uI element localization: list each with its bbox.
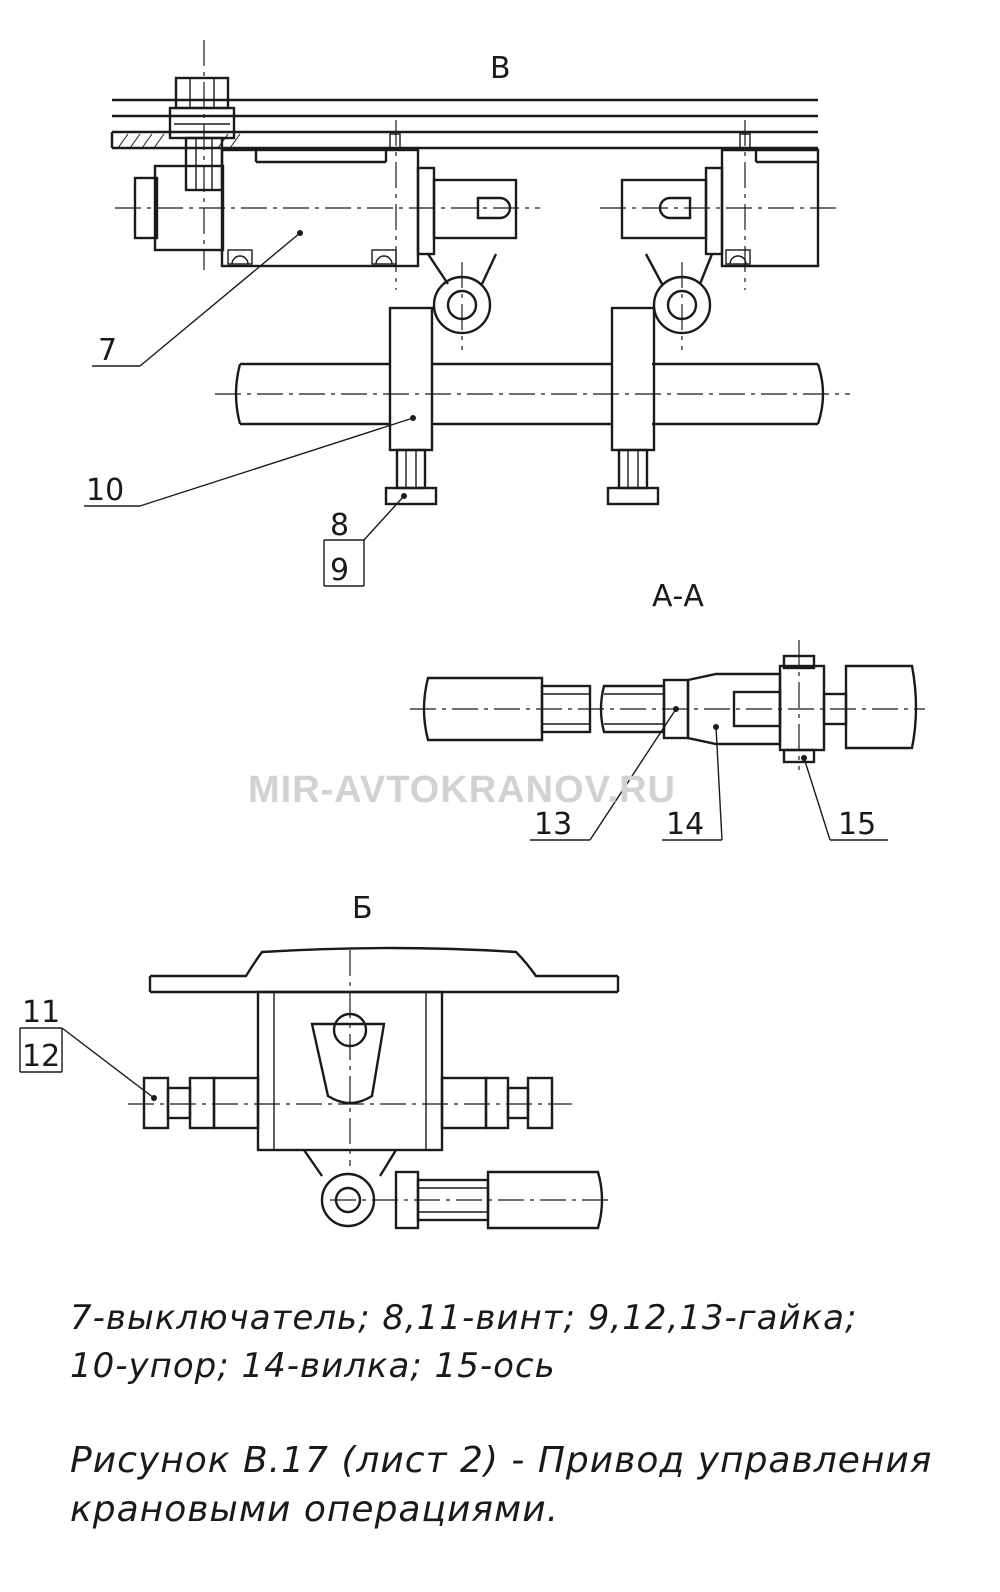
callout-12: 12 (22, 1039, 60, 1074)
figure-caption-line-1: Рисунок В.17 (лист 2) - Привод управлени… (70, 1440, 933, 1481)
view-v: В (84, 40, 850, 588)
view-b-label: Б (352, 891, 373, 926)
callout-14: 14 (666, 807, 704, 842)
callout-15: 15 (838, 807, 876, 842)
view-aa: А-А 13 14 15 (410, 579, 925, 842)
callout-13: 13 (534, 807, 572, 842)
view-v-label: В (490, 51, 511, 86)
view-aa-label: А-А (652, 579, 704, 614)
callout-8: 8 (330, 508, 349, 543)
view-b: Б 11 12 (19, 891, 620, 1230)
figure-caption-line-2: крановыми операциями. (70, 1489, 560, 1530)
callout-10: 10 (86, 473, 124, 508)
callout-9: 9 (330, 553, 349, 588)
callout-7: 7 (98, 333, 117, 368)
callout-11: 11 (22, 995, 60, 1030)
watermark: MIR-AVTOKRANOV.RU (248, 769, 676, 811)
legend-line-1: 7-выключатель; 8,11-винт; 9,12,13-гайка; (70, 1298, 858, 1338)
legend-line-2: 10-упор; 14-вилка; 15-ось (70, 1346, 556, 1386)
